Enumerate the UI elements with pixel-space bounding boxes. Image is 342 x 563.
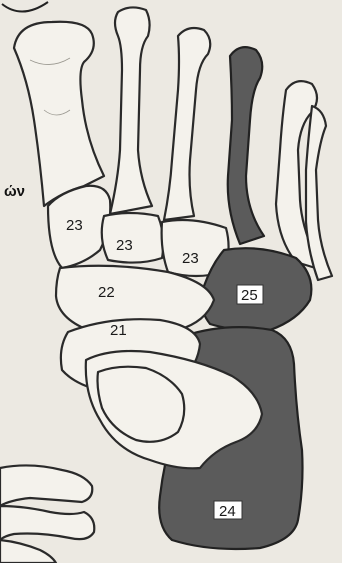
label-navicular: 22 [98,284,115,301]
label-cuboid: 25 [241,287,258,304]
circle-fragment [2,2,48,12]
phalanx-outline-3 [0,540,56,563]
metatarsal-3 [164,28,210,220]
side-text: ών [4,183,25,200]
label-cuneiform-3: 23 [182,250,199,267]
metatarsal-1 [14,22,104,206]
metatarsal-2 [110,7,152,214]
phalanx-outline-1 [0,465,92,506]
label-talus: 21 [110,322,127,339]
label-calcaneus: 24 [219,503,236,520]
metatarsal-4 [228,47,264,244]
phalanx-outline-2 [0,506,94,540]
label-cuneiform-2: 23 [116,237,133,254]
label-cuneiform-1: 23 [66,217,83,234]
metatarsal-5-b [306,106,332,280]
